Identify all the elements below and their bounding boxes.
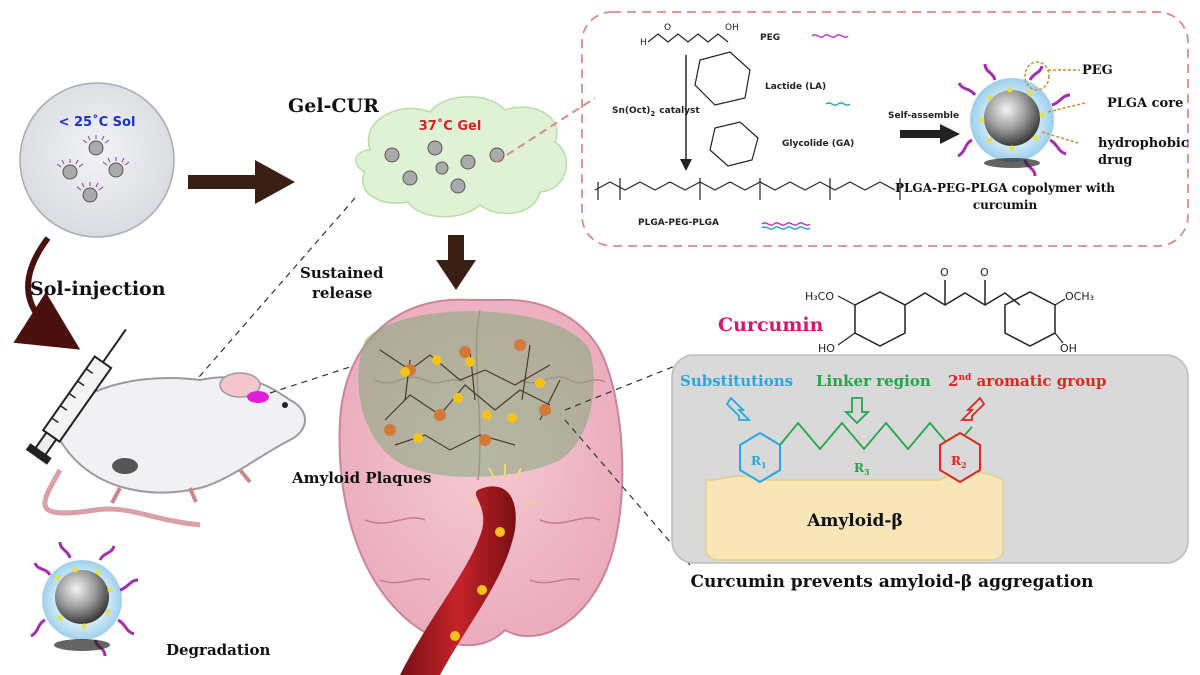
blood-vessel bbox=[400, 486, 516, 675]
r1-label: R1 bbox=[751, 454, 767, 470]
amyloid-plaques-label: Amyloid Plaques bbox=[291, 469, 431, 487]
lactide-label: Lactide (LA) bbox=[765, 82, 826, 92]
subcutaneous-gel-depot bbox=[112, 458, 138, 474]
peg-structure bbox=[647, 33, 729, 43]
methoxy-left: H₃CO bbox=[805, 290, 834, 303]
gel-cloud bbox=[355, 96, 568, 218]
hydroxyl-right: OH bbox=[1060, 342, 1077, 355]
curcumin-panel-connector-top bbox=[564, 359, 691, 411]
brain-illustration bbox=[338, 298, 624, 675]
mouse-illustration bbox=[42, 372, 306, 528]
peg-label: PEG bbox=[760, 33, 780, 43]
curcumin-particles-vessel bbox=[450, 527, 505, 641]
catalyst-subscript: 2 bbox=[650, 110, 655, 118]
self-assemble-arrow bbox=[900, 124, 960, 144]
nanoparticle-caption-1: PLGA-PEG-PLGA copolymer with bbox=[895, 181, 1115, 195]
nanoparticle-core-label: PLGA core bbox=[1107, 96, 1183, 111]
gel-temperature-label: 37˚C Gel bbox=[419, 118, 482, 134]
sustained-release-label-2: release bbox=[312, 284, 372, 302]
curcumin-structure: Curcumin O O H₃CO OCH₃ HO OH bbox=[718, 266, 1094, 355]
mechanism-caption: Curcumin prevents amyloid-β aggregation bbox=[690, 572, 1093, 592]
lactide-chain-icon bbox=[825, 102, 851, 106]
gel-cur-panel: Gel-CUR 37˚C Gel bbox=[288, 95, 568, 218]
copolymer-chain-icon bbox=[761, 222, 811, 226]
nanoparticle-peg-label: PEG bbox=[1082, 63, 1113, 78]
sol-state-panel: < 25˚C Sol bbox=[19, 82, 175, 238]
lactide-structure bbox=[694, 51, 751, 106]
carbonyl-o-1: O bbox=[940, 266, 949, 279]
substitutions-arrow-icon bbox=[725, 396, 752, 421]
amyloid-mechanism-panel: Substitutions Linker region 2nd aromatic… bbox=[671, 354, 1189, 564]
svg-text:O: O bbox=[664, 23, 671, 33]
arrow-gel-to-brain bbox=[436, 235, 476, 290]
substitutions-label: Substitutions bbox=[680, 372, 793, 390]
gel-cur-title: Gel-CUR bbox=[288, 95, 379, 117]
r2-label: R2 bbox=[951, 454, 967, 470]
nanoparticle-drug-label-1: hydrophobic bbox=[1098, 136, 1189, 151]
glycolide-structure bbox=[709, 121, 759, 167]
self-assemble-label: Self-assemble bbox=[888, 111, 959, 121]
plga-peg-nanoparticle bbox=[957, 61, 1071, 177]
svg-text:H: H bbox=[640, 38, 647, 48]
brain-dashed-line bbox=[269, 366, 351, 394]
syringe-icon bbox=[25, 328, 127, 465]
degradation-nanoparticle bbox=[30, 541, 139, 657]
micelle-group-gel bbox=[384, 140, 505, 194]
hydroxyl-left: HO bbox=[818, 342, 835, 355]
micelle-group-sol bbox=[56, 135, 130, 203]
catalyst-label: Sn(Oct) bbox=[612, 106, 650, 116]
curcumin-particles-brain bbox=[400, 355, 545, 443]
svg-text:OH: OH bbox=[725, 23, 739, 33]
sol-injection-arrow bbox=[13, 236, 81, 350]
synthesis-connector bbox=[495, 97, 596, 163]
r3-label: R3 bbox=[854, 461, 870, 477]
sol-temperature-label: < 25˚C Sol bbox=[59, 114, 136, 130]
release-rays bbox=[467, 464, 536, 506]
carbonyl-o-2: O bbox=[980, 266, 989, 279]
sol-injection-label: Sol-injection bbox=[30, 278, 166, 300]
amyloid-binding-pocket bbox=[705, 471, 1004, 561]
copolymer-label: PLGA-PEG-PLGA bbox=[638, 218, 719, 228]
r1-ring bbox=[739, 431, 781, 484]
aromatic-group-label: 2nd aromatic group bbox=[948, 372, 1107, 390]
r2-ring bbox=[939, 431, 981, 484]
nanoparticle-drug-label-2: drug bbox=[1098, 153, 1132, 168]
methoxy-right: OCH₃ bbox=[1065, 290, 1094, 303]
sustained-release-label-1: Sustained bbox=[300, 264, 384, 282]
glycolide-label: Glycolide (GA) bbox=[782, 139, 854, 149]
arrow-sol-to-gel bbox=[188, 160, 295, 204]
injection-site-marker bbox=[247, 391, 269, 403]
aromatic-arrow-icon bbox=[959, 396, 986, 421]
amyloid-beta-label: Amyloid-β bbox=[806, 511, 903, 531]
nanoparticle-caption-2: curcumin bbox=[973, 198, 1038, 212]
degradation-label: Degradation bbox=[166, 641, 271, 659]
linker-region-label: Linker region bbox=[816, 372, 931, 390]
curcumin-panel-connector-bottom bbox=[564, 419, 691, 566]
synthesis-panel: H O OH PEG Lactide (LA) Glycolide (GA) S… bbox=[581, 11, 1189, 247]
catalyst-word: catalyst bbox=[659, 106, 700, 116]
copolymer-structure bbox=[594, 181, 896, 191]
peg-chain-icon bbox=[811, 34, 849, 38]
linker-chain bbox=[779, 421, 973, 451]
curcumin-title: Curcumin bbox=[718, 314, 824, 336]
linker-arrow-icon bbox=[843, 397, 871, 425]
